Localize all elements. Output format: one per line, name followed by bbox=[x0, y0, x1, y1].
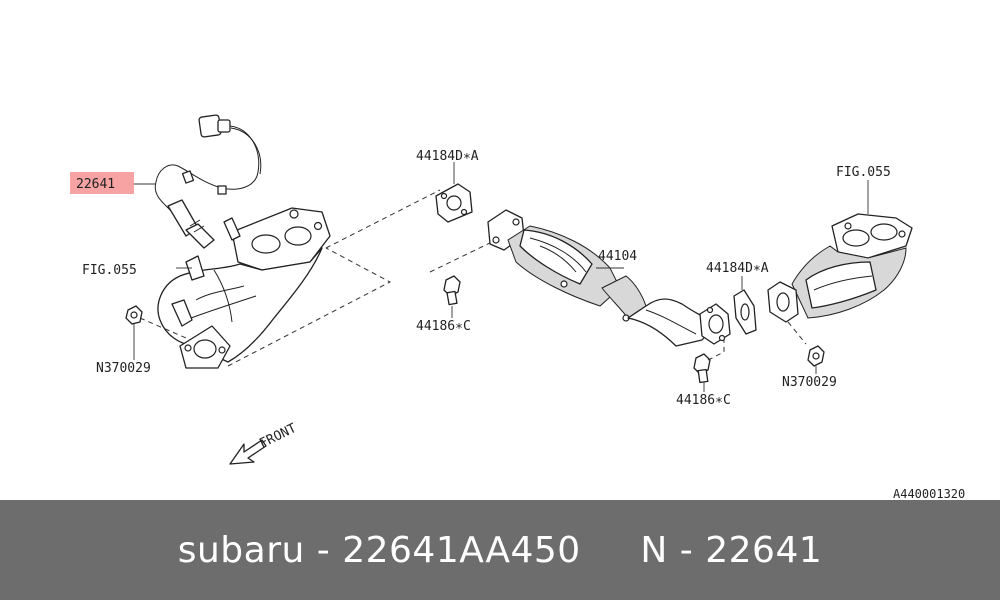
nut-left bbox=[125, 305, 143, 325]
label-nut-left[interactable]: N370029 bbox=[96, 361, 151, 376]
label-gasket-top[interactable]: 44184D∗A bbox=[416, 149, 479, 164]
drawing-code: A440001320 bbox=[893, 487, 965, 500]
front-arrow: FRONT bbox=[229, 421, 299, 465]
bolt-right bbox=[693, 353, 711, 384]
label-pipe[interactable]: 44104 bbox=[598, 249, 637, 264]
rear-catalytic-converter bbox=[767, 213, 913, 323]
gasket-right bbox=[733, 289, 757, 335]
parts-diagram: 22641 FIG.055 N370029 bbox=[70, 114, 965, 500]
label-sensor-part[interactable]: 22641 bbox=[76, 177, 115, 192]
label-gasket-right[interactable]: 44184D∗A bbox=[706, 261, 769, 276]
bolt-left bbox=[443, 275, 461, 306]
label-nut-right[interactable]: N370029 bbox=[782, 375, 837, 390]
oxygen-sensor bbox=[154, 114, 262, 249]
exhaust-manifold bbox=[157, 207, 331, 369]
label-fig-right[interactable]: FIG.055 bbox=[836, 165, 891, 180]
label-bolt-left[interactable]: 44186∗C bbox=[416, 319, 471, 334]
label-fig-left[interactable]: FIG.055 bbox=[82, 263, 137, 278]
part-number-highlight bbox=[70, 172, 134, 194]
gasket-top bbox=[435, 183, 473, 223]
front-pipe-catalytic-converter bbox=[487, 209, 731, 347]
front-label: FRONT bbox=[257, 421, 299, 452]
part-caption: subaru - 22641AA450 N - 22641 bbox=[177, 529, 823, 571]
label-bolt-right[interactable]: 44186∗C bbox=[676, 393, 731, 408]
caption-bar: subaru - 22641AA450 N - 22641 bbox=[0, 500, 1000, 600]
nut-right bbox=[807, 345, 825, 367]
